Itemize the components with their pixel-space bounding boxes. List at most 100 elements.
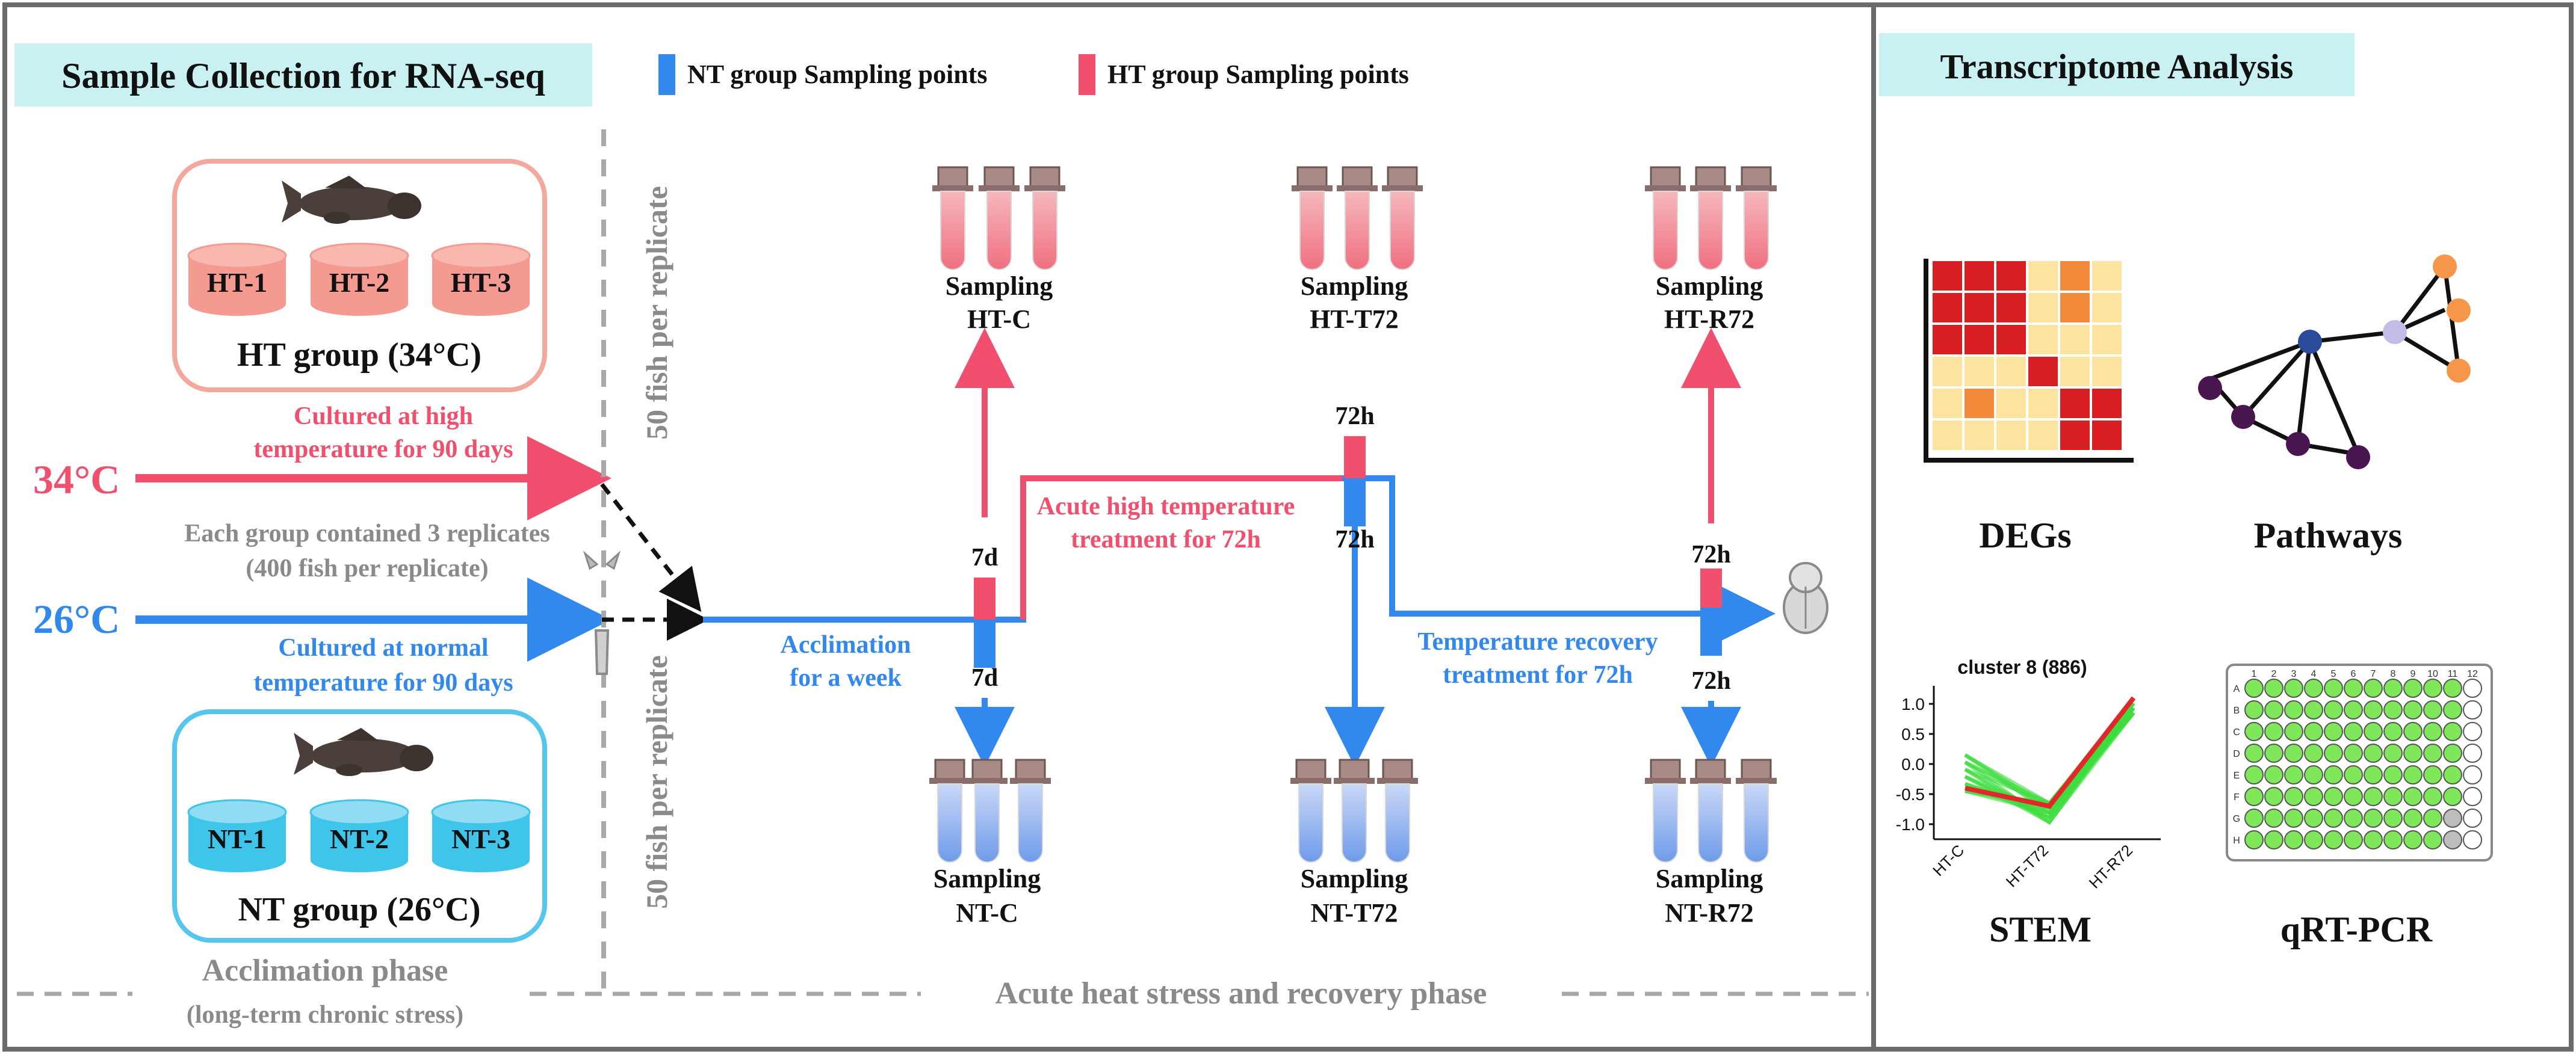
duration-72h-r-bottom: 72h: [1691, 667, 1730, 695]
stem-ytick-label: -1.0: [1896, 815, 1925, 834]
duration-72h-mid: 72h: [1335, 526, 1374, 553]
plate-well: [2344, 809, 2363, 828]
qrtpcr-label: qRT-PCR: [2280, 910, 2433, 949]
sampling-ht-t72: HT-T72: [1310, 304, 1399, 334]
heatmap-cell: [1995, 324, 2027, 356]
heatmap-cell: [2091, 260, 2123, 292]
heatmap-cell: [2091, 419, 2123, 451]
plate-col-label: 3: [2291, 669, 2297, 679]
plate-well: [2364, 679, 2383, 698]
heatmap-cell: [1931, 324, 1963, 356]
plate-well: [2463, 722, 2482, 741]
sample-title-box: [14, 43, 592, 106]
nt-tube-row: [929, 759, 1777, 863]
plate-well: [2344, 830, 2363, 849]
plate-well: [2423, 765, 2442, 784]
nt-tanks: NT-1 NT-2 NT-3: [187, 799, 531, 872]
plate-well: [2403, 787, 2423, 806]
plate-well: [2264, 830, 2283, 849]
sampling-bar-ht-t72: [1344, 436, 1366, 484]
sampling-bar-ht-c: [974, 578, 995, 626]
sampling-bar-nt-c: [974, 620, 995, 668]
tank-label: HT-1: [207, 267, 268, 298]
acclimation-week-line1: Acclimation: [781, 631, 911, 659]
acclimation-week-line2: for a week: [790, 664, 902, 692]
plate-well: [2324, 700, 2343, 720]
plate-row-label: F: [2234, 792, 2240, 803]
plate-well: [2423, 787, 2442, 806]
pathways-label: Pathways: [2254, 516, 2403, 555]
plate-well: [2364, 787, 2383, 806]
plate-well: [2463, 787, 2482, 806]
tank-nt-2: NT-2: [309, 799, 409, 872]
plate-col-label: 6: [2351, 669, 2356, 679]
heatmap-cell: [1931, 356, 1963, 387]
test-tube-icon: [1292, 166, 1333, 270]
plate-well: [2324, 765, 2343, 784]
transcriptome-title: Transcriptome Analysis: [1940, 47, 2294, 86]
plate-well: [2403, 765, 2423, 784]
test-tube-icon: [1645, 166, 1686, 270]
stem-member-line: [1964, 707, 2135, 816]
heatmap-cell: [1963, 419, 1995, 451]
plate-well: [2383, 700, 2403, 720]
sampling-word: Sampling: [946, 271, 1053, 301]
sampling-labels: Sampling HT-C Sampling HT-T72 Sampling H…: [933, 271, 1763, 928]
degs-label: DEGs: [1979, 516, 2071, 555]
plate-well: [2383, 722, 2403, 741]
plate-well: [2264, 744, 2283, 763]
stem-xtick-label: HT-R72: [2085, 841, 2137, 892]
plate-col-label: 11: [2448, 669, 2458, 679]
acute-treatment-line1: Acute high temperature: [1037, 493, 1295, 520]
heatmap-cell: [2091, 292, 2123, 324]
test-tube-icon: [1377, 759, 1418, 863]
plate-col-label: 5: [2331, 669, 2336, 679]
sampling-ht-r72: HT-R72: [1664, 304, 1754, 334]
plate-well: [2284, 679, 2303, 698]
tank-label: HT-3: [451, 267, 512, 298]
timeline: 7d 7d 72h 72h 72h 72h Acclimation for a …: [583, 328, 1828, 767]
plate-well: [2284, 830, 2303, 849]
plate-well: [2383, 809, 2403, 828]
sampling-bar-nt-t72: [1344, 478, 1366, 526]
plate-well: [2364, 700, 2383, 720]
ht-temperature-label: 34°C: [33, 457, 120, 502]
test-tube-icon: [1010, 759, 1051, 863]
nt-temperature-label: 26°C: [33, 596, 120, 642]
plate-well: [2403, 722, 2423, 741]
plate-well: [2423, 809, 2442, 828]
test-tube-icon: [1736, 759, 1777, 863]
sample-collection-title: Sample Collection for RNA-seq: [61, 56, 545, 96]
acclimation-phase-label: Acclimation phase: [202, 954, 448, 988]
plate-well: [2423, 679, 2442, 698]
stem-label: STEM: [1989, 910, 2091, 949]
test-tube-icon: [1024, 166, 1065, 270]
tank-nt-1: NT-1: [187, 799, 287, 872]
stem-ytick-label: 0.0: [1901, 755, 1925, 774]
plate-col-label: 4: [2311, 669, 2317, 679]
plate-well: [2304, 809, 2323, 828]
stem-plot-title: cluster 8 (886): [1957, 656, 2087, 678]
acute-ht-line: [1020, 475, 1392, 620]
plate-well: [2264, 787, 2283, 806]
plate-well: [2403, 809, 2423, 828]
plate-well: [2463, 679, 2482, 698]
plate-well: [2364, 830, 2383, 849]
plate-well: [2284, 744, 2303, 763]
tank-label: HT-2: [329, 267, 390, 298]
sampling-nt-t72: NT-T72: [1310, 898, 1398, 928]
plate-col-label: 8: [2391, 669, 2396, 679]
plate-well: [2344, 744, 2363, 763]
plate-col-label: 1: [2252, 669, 2257, 679]
plate-well: [2264, 765, 2283, 784]
tank-nt-3: NT-3: [431, 799, 531, 872]
plate-well: [2344, 700, 2363, 720]
plate-well: [2244, 765, 2264, 784]
pathways-network: [2198, 254, 2471, 469]
plate-well: [2463, 809, 2482, 828]
plate-row-label: A: [2234, 684, 2240, 694]
transcriptome-title-box: [1879, 33, 2355, 96]
sampling-nt-r72: NT-R72: [1665, 898, 1754, 928]
nt-culture-line2: temperature for 90 days: [253, 669, 513, 697]
plate-well: [2344, 679, 2363, 698]
